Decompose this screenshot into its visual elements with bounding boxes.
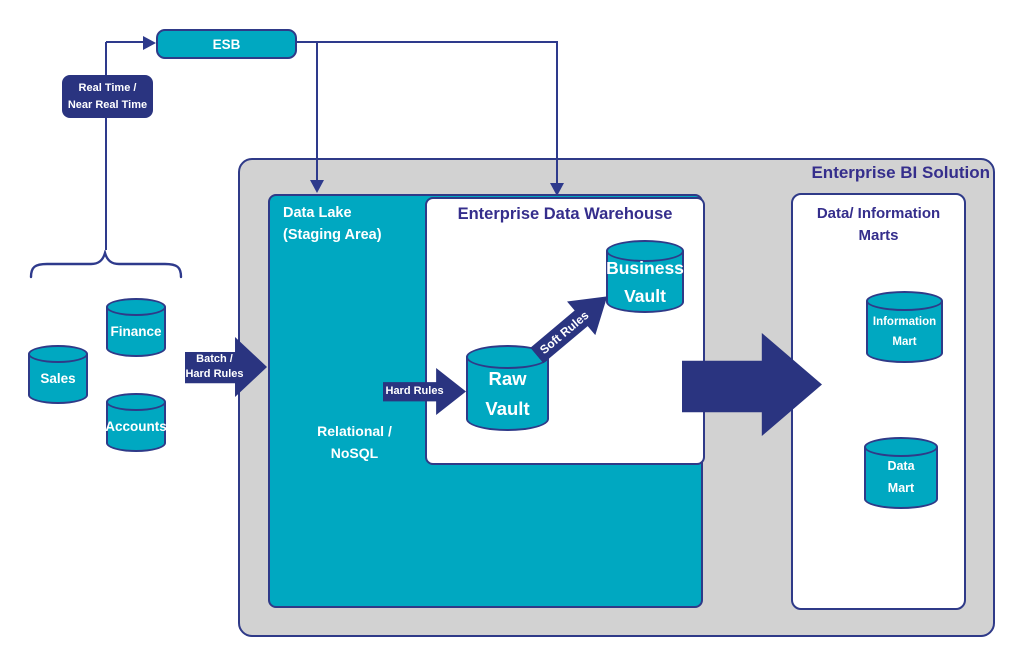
cylinder-top bbox=[866, 291, 943, 311]
raw-vault-line2: Vault bbox=[485, 398, 530, 419]
esb-to-datalake-line bbox=[316, 42, 318, 181]
sales-database-cylinder: Sales bbox=[28, 345, 88, 404]
sales-label: Sales bbox=[40, 371, 76, 387]
accounts-database-cylinder: Accounts bbox=[105, 393, 167, 452]
esb-label: ESB bbox=[212, 36, 241, 52]
cylinder-body bbox=[864, 447, 938, 509]
data-lake-subtitle-line1: Relational / bbox=[317, 423, 392, 439]
arrowhead-right-icon bbox=[143, 36, 156, 50]
information-mart-line2: Mart bbox=[892, 336, 917, 348]
cylinder-body bbox=[466, 357, 549, 431]
arrowhead-down-edw-icon bbox=[550, 183, 564, 196]
finance-database-cylinder: Finance bbox=[106, 298, 166, 357]
cylinder-top bbox=[106, 393, 166, 411]
data-lake-subtitle: Relational / NoSQL bbox=[292, 421, 417, 464]
cylinder-top bbox=[864, 437, 938, 457]
data-lake-subtitle-line2: NoSQL bbox=[330, 444, 379, 461]
enterprise-data-warehouse-title: Enterprise Data Warehouse bbox=[457, 205, 673, 223]
batch-arrow-line1: Batch / bbox=[196, 352, 233, 365]
realtime-to-esb-line bbox=[106, 41, 143, 43]
cylinder-body bbox=[28, 354, 88, 404]
sources-vertical-line bbox=[105, 42, 107, 250]
cylinder-top bbox=[606, 240, 684, 262]
data-information-marts-title: Data/ Information Marts bbox=[793, 203, 964, 247]
information-mart-cylinder: Information Mart bbox=[866, 291, 943, 363]
cylinder-body bbox=[866, 301, 943, 363]
hard-rules-label: Hard Rules bbox=[385, 384, 444, 397]
business-vault-line1: Business bbox=[606, 258, 684, 278]
data-information-marts-box: Data/ Information Marts bbox=[791, 193, 966, 610]
data-lake-title-line2: (Staging Area) bbox=[283, 227, 382, 244]
enterprise-bi-solution-title: Enterprise BI Solution bbox=[811, 163, 990, 182]
data-mart-line1: Data bbox=[887, 459, 915, 474]
information-mart-line1: Information bbox=[872, 315, 937, 328]
accounts-label: Accounts bbox=[105, 419, 167, 435]
esb-node: ESB bbox=[156, 29, 297, 59]
finance-label: Finance bbox=[110, 324, 162, 340]
business-vault-line2: Vault bbox=[624, 286, 666, 306]
data-mart-line2: Mart bbox=[887, 481, 915, 495]
marts-title-line1: Data/ Information bbox=[816, 205, 941, 222]
raw-vault-cylinder: Raw Vault bbox=[466, 345, 549, 431]
raw-vault-line1: Raw bbox=[488, 368, 527, 390]
esb-to-edw-line bbox=[556, 42, 558, 184]
business-vault-cylinder: Business Vault bbox=[606, 240, 684, 313]
sources-group-brace bbox=[29, 250, 183, 279]
realtime-line1: Real Time / bbox=[78, 82, 137, 94]
batch-arrow-line2: Hard Rules bbox=[185, 368, 244, 380]
cylinder-top bbox=[466, 345, 549, 369]
esb-output-line bbox=[297, 41, 558, 43]
realtime-label-box: Real Time / Near Real Time bbox=[62, 75, 153, 118]
realtime-line2: Near Real Time bbox=[67, 98, 148, 111]
data-lake-title: Data Lake (Staging Area) bbox=[283, 202, 382, 247]
data-mart-cylinder: Data Mart bbox=[864, 437, 938, 509]
arrowhead-down-datalake-icon bbox=[310, 180, 324, 193]
marts-title-line2: Marts bbox=[858, 226, 899, 244]
cylinder-top bbox=[28, 345, 88, 363]
data-lake-title-line1: Data Lake bbox=[283, 205, 352, 221]
cylinder-top bbox=[106, 298, 166, 316]
